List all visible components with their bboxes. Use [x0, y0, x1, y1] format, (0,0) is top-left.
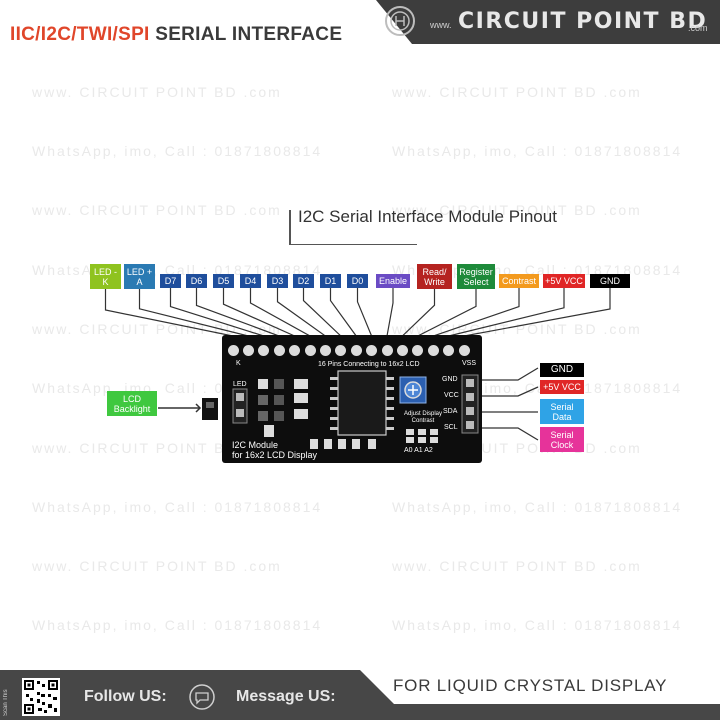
pin-label-gnd: GND	[590, 274, 630, 288]
pin-gnd-label: GND	[442, 376, 458, 383]
pin-label-d3: D3	[267, 274, 288, 288]
header-pin-hole	[427, 345, 439, 356]
module-label-2: for 16x2 LCD Display	[232, 450, 318, 460]
watermark-site: www. CIRCUIT POINT BD .com	[32, 440, 282, 456]
pin-label-d5: D5	[213, 274, 234, 288]
title-rest: SERIAL INTERFACE	[155, 24, 343, 45]
board-vss-label: VSS	[462, 360, 477, 367]
address-pins-label: A0 A1 A2	[404, 447, 433, 454]
pin-label-led-a: LED + A	[124, 264, 155, 289]
pin-label-d2: D2	[293, 274, 314, 288]
watermark-site: www. CIRCUIT POINT BD .com	[392, 202, 642, 218]
header-pin-hole	[304, 345, 316, 356]
circuit-logo-icon	[385, 6, 415, 36]
i2c-label-sda: Serial Data	[540, 399, 584, 424]
follow-us-label: Follow US:	[84, 688, 167, 705]
header-pin-hole	[350, 345, 362, 356]
pin-sda-label: SDA	[443, 408, 458, 415]
pin-label-d0: D0	[347, 274, 368, 288]
lcd-backlight-label: LCD Backlight	[107, 391, 157, 416]
qr-code-icon[interactable]	[22, 678, 60, 716]
pin-scl-label: SCL	[444, 424, 458, 431]
watermark-site: www. CIRCUIT POINT BD .com	[32, 84, 282, 100]
brand-www: www.	[430, 20, 452, 30]
pin-label-d6: D6	[186, 274, 207, 288]
header-pin-hole	[396, 345, 408, 356]
header-pin-hole	[319, 345, 331, 356]
header-pin-hole	[443, 345, 455, 356]
connector-wire	[463, 288, 611, 346]
module-label-1: I2C Module	[232, 440, 279, 450]
header-pin-hole	[258, 345, 270, 356]
title-accent	[289, 210, 291, 244]
board-led-label: LED	[233, 381, 247, 388]
pin-label-read-write: Read/ Write	[417, 264, 452, 289]
pin-label-contrast: Contrast	[499, 274, 539, 288]
pot-label: Adjust Display Contrast	[403, 411, 442, 424]
page-title: IIC/I2C/TWI/SPI SERIAL INTERFACE	[10, 24, 342, 46]
board-header-text: 16 Pins Connecting to 16x2 LCD	[318, 361, 420, 368]
brand-com: .com	[688, 23, 708, 33]
watermark-contact: WhatsApp, imo, Call : 01871808814	[392, 617, 683, 633]
pin-label-5v-vcc: +5V VCC	[543, 274, 585, 288]
header-pin-hole	[458, 345, 470, 356]
header-pin-hole	[366, 345, 378, 356]
watermark-site: www. CIRCUIT POINT BD .com	[32, 558, 282, 574]
message-us-label: Message US:	[236, 688, 336, 705]
watermark-contact: WhatsApp, imo, Call : 01871808814	[32, 499, 323, 515]
header-pin-hole	[335, 345, 347, 356]
messenger-icon[interactable]	[189, 684, 215, 710]
title-protocols: IIC/I2C/TWI/SPI	[10, 24, 150, 45]
watermark-site: www. CIRCUIT POINT BD .com	[392, 84, 642, 100]
header-pin-hole	[242, 345, 254, 356]
brand-name: CIRCUIT POINT BD	[458, 9, 708, 34]
pin-label-led-k: LED - K	[90, 264, 121, 289]
pin-label-d1: D1	[320, 274, 341, 288]
pin-vcc-label: VCC	[444, 392, 459, 399]
diagram-title: I2C Serial Interface Module Pinout	[298, 207, 557, 226]
footer-tagline-panel	[360, 670, 720, 704]
title-underline	[289, 244, 417, 245]
watermark-contact: WhatsApp, imo, Call : 01871808814	[32, 143, 323, 159]
brand-banner	[376, 0, 720, 44]
watermark-site: www. CIRCUIT POINT BD .com	[32, 202, 282, 218]
i2c-connector-lines	[482, 367, 539, 441]
i2c-label-vcc: +5V VCC	[540, 380, 584, 394]
header-pin-hole	[289, 345, 301, 356]
header-pin-hole	[227, 345, 239, 356]
watermark-contact: WhatsApp, imo, Call : 01871808814	[32, 617, 323, 633]
board-components	[232, 370, 479, 449]
header-pin-hole	[381, 345, 393, 356]
watermark-contact: WhatsApp, imo, Call : 01871808814	[392, 143, 683, 159]
pin-label-register-select: Register Select	[457, 264, 495, 289]
connector-wire	[104, 289, 234, 346]
board-k-label: K	[236, 360, 241, 367]
header-pin-hole	[412, 345, 424, 356]
pin-label-enable: Enable	[376, 274, 410, 288]
i2c-label-gnd: GND	[540, 363, 584, 377]
pin-label-d4: D4	[240, 274, 261, 288]
pin-label-d7: D7	[160, 274, 181, 288]
i2c-label-scl: Serial Clock	[540, 427, 584, 452]
watermark-site: www. CIRCUIT POINT BD .com	[392, 558, 642, 574]
watermark-contact: WhatsApp, imo, Call : 01871808814	[392, 499, 683, 515]
scan-text: Scan This	[3, 689, 9, 716]
backlight-jumper	[158, 398, 218, 420]
footer-tagline: FOR LIQUID CRYSTAL DISPLAY	[393, 676, 668, 695]
header-pin-hole	[273, 345, 285, 356]
